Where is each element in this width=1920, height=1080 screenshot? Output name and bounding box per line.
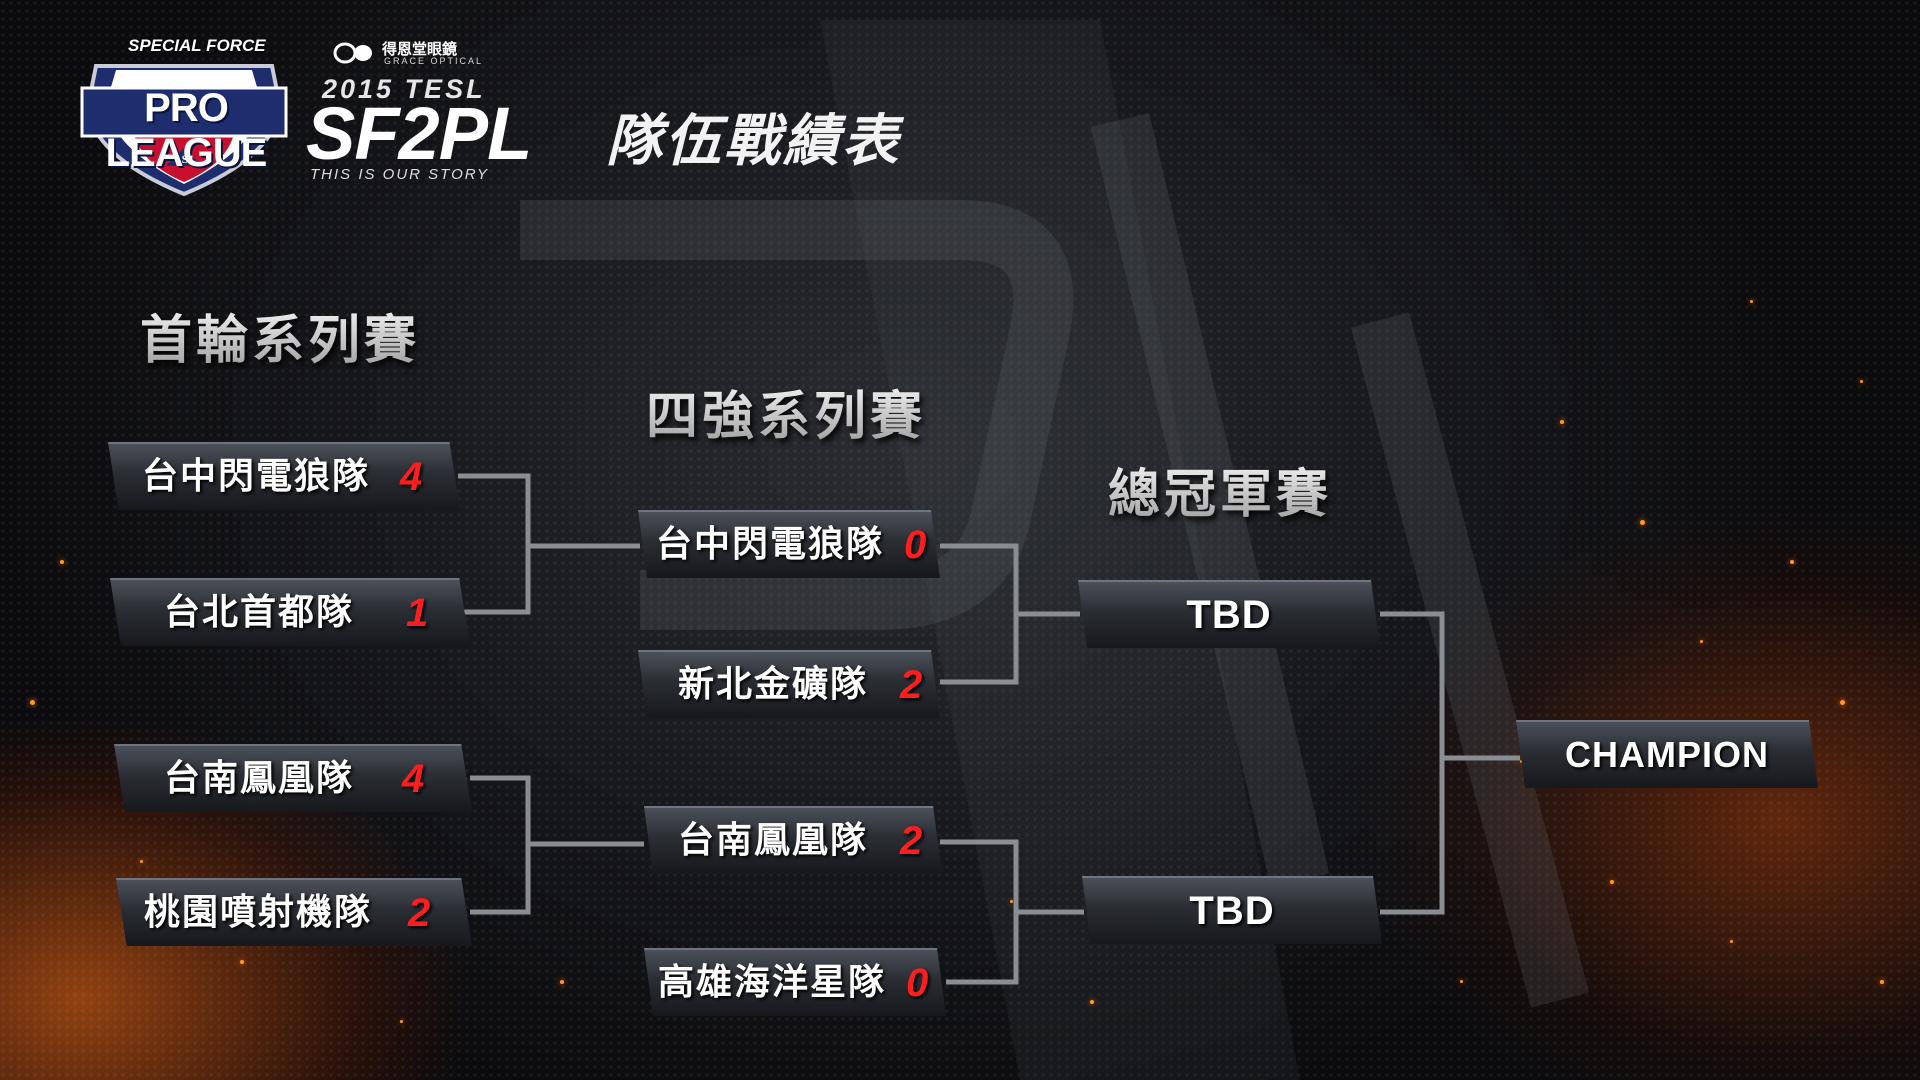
champion-label: CHAMPION <box>1565 734 1769 775</box>
semifinal-match-team[interactable]: 新北金礦隊 2 <box>638 650 940 718</box>
team-name: 高雄海洋星隊 <box>658 962 887 1003</box>
team-score: 2 <box>900 663 923 707</box>
team-score: 4 <box>400 455 423 499</box>
logo-text-top: SPECIAL FORCE <box>128 36 266 55</box>
champion-slot[interactable]: CHAMPION <box>1516 720 1818 788</box>
team-name: 台中閃電狼隊 <box>142 456 371 497</box>
sponsor-name: 得恩堂眼鏡 <box>382 40 458 58</box>
semifinal-title: 四強系列賽 <box>646 374 926 449</box>
final-match-team[interactable]: TBD <box>1082 876 1382 944</box>
glasses-icon <box>333 42 372 64</box>
round1-match-team[interactable]: 桃園噴射機隊 2 <box>116 878 472 946</box>
team-name: TBD <box>1186 593 1272 637</box>
page-title: 隊伍戰績表 <box>606 109 901 174</box>
team-score: 4 <box>402 757 425 801</box>
team-name: 新北金礦隊 <box>678 664 869 705</box>
round1-title: 首輪系列賽 <box>140 298 420 373</box>
team-name: TBD <box>1189 889 1275 933</box>
round1-match-team[interactable]: 台中閃電狼隊 4 <box>108 442 460 510</box>
event-year: 2015 TESL <box>322 74 486 104</box>
team-score: 0 <box>904 523 927 567</box>
final-match-team[interactable]: TBD <box>1078 580 1380 648</box>
semifinal-match-team[interactable]: 台中閃電狼隊 0 <box>638 510 940 578</box>
team-name: 台北首都隊 <box>164 592 355 633</box>
team-name: 台南鳳凰隊 <box>678 820 869 861</box>
team-score: 1 <box>406 591 429 635</box>
logo-text-main: PRO LEAGUE <box>105 86 268 175</box>
semifinal-match-team[interactable]: 台南鳳凰隊 2 <box>644 806 942 874</box>
final-title: 總冠軍賽 <box>1108 452 1332 527</box>
team-score: 0 <box>906 961 929 1005</box>
pro-league-logo <box>80 64 288 196</box>
sponsor-english-name: GRACE OPTICAL <box>384 56 484 66</box>
round1-match-team[interactable]: 台南鳳凰隊 4 <box>114 744 472 812</box>
event-name: SF2PL <box>306 92 532 175</box>
semifinal-match-team[interactable]: 高雄海洋星隊 0 <box>644 948 946 1016</box>
logo-badge: S1 <box>181 152 195 166</box>
team-name: 台中閃電狼隊 <box>656 524 885 565</box>
tagline: THIS IS OUR STORY <box>310 166 490 183</box>
team-score: 2 <box>900 819 923 863</box>
team-score: 2 <box>408 891 431 935</box>
team-name: 桃園噴射機隊 <box>144 892 373 933</box>
round1-match-team[interactable]: 台北首都隊 1 <box>110 578 470 646</box>
team-name: 台南鳳凰隊 <box>164 758 355 799</box>
